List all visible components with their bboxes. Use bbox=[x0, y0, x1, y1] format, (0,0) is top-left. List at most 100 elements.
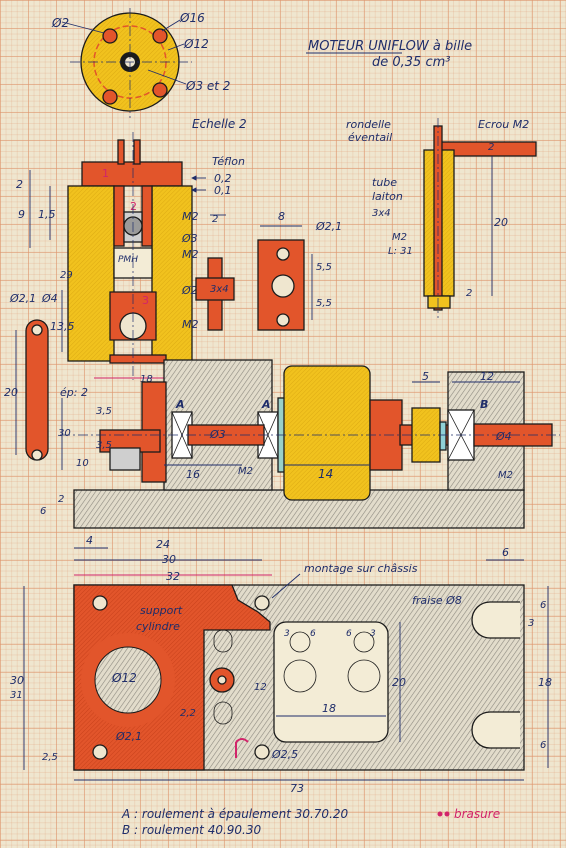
part-number-1: 1 bbox=[102, 167, 109, 180]
base-dim-6top: 6 bbox=[502, 546, 509, 559]
base-dim-22: 2,2 bbox=[180, 708, 196, 719]
asm-dim-2: 2 bbox=[58, 494, 64, 505]
cyl-m2-a: M2 bbox=[182, 210, 199, 223]
fraise-label: fraise Ø8 bbox=[412, 594, 462, 607]
cylinder-section: 1 2 3 PMH 2 9 1,5 13,5 18 29 Téflon 0,2 … bbox=[16, 132, 245, 385]
bearing-a-label-1: A bbox=[175, 398, 185, 411]
support-label: support bbox=[140, 604, 183, 617]
base-dim-31l: 31 bbox=[10, 690, 23, 701]
link-thickness: ép: 2 bbox=[60, 386, 88, 399]
base-dim-73: 73 bbox=[290, 782, 304, 795]
plate-dim-55a: 5,5 bbox=[316, 262, 332, 273]
base-dim-18: 18 bbox=[322, 702, 336, 715]
asm-dim-12: 12 bbox=[480, 370, 494, 383]
base-dim-3b: 3 bbox=[370, 629, 376, 639]
pivot-dim-2b: 2 bbox=[466, 288, 472, 299]
plate-part: 8 Ø2,1 5,5 5,5 bbox=[257, 210, 342, 331]
top-disc-view: Ø2 Ø16 Ø12 Ø3 et 2 bbox=[51, 8, 230, 118]
bearing-b-label: B bbox=[480, 398, 488, 411]
cyl-m2-b: M2 bbox=[182, 248, 199, 261]
link-dim-20: 20 bbox=[4, 386, 18, 399]
asm-dim-16: 16 bbox=[186, 468, 200, 481]
pivot-laiton: laiton bbox=[372, 190, 403, 203]
legend: A : roulement à épaulement 30.70.20 B : … bbox=[121, 807, 500, 837]
base-dim-4: 4 bbox=[86, 534, 93, 547]
base-dim-3r: 3 bbox=[528, 618, 534, 629]
base-d12: Ø12 bbox=[111, 671, 137, 685]
bracket-part: 2 3x4 bbox=[195, 214, 235, 331]
teflon-label: Téflon bbox=[212, 155, 245, 168]
bearing-a-label-2: A bbox=[261, 398, 271, 411]
plate-dim-8: 8 bbox=[278, 210, 285, 223]
plate-d21: Ø2,1 bbox=[315, 220, 342, 233]
disc-d3-label: Ø3 et 2 bbox=[185, 79, 230, 93]
pivot-eventail: éventail bbox=[348, 131, 392, 144]
cyl-dim-18: 18 bbox=[140, 374, 153, 385]
pivot-assembly: rondelle éventail Ecrou M2 tube laiton 3… bbox=[346, 118, 537, 318]
pivot-size: 3x4 bbox=[372, 208, 391, 219]
title-line-1: MOTEUR UNIFLOW à bille bbox=[308, 39, 472, 54]
cyl-d3: Ø3 bbox=[181, 232, 198, 245]
base-dim-3a: 3 bbox=[284, 629, 290, 639]
base-dim-12: 12 bbox=[254, 682, 267, 693]
base-dim-6r1: 6 bbox=[540, 600, 546, 611]
legend-bearing-b: B : roulement 40.90.30 bbox=[122, 823, 262, 837]
base-dim-25: 2,5 bbox=[42, 752, 58, 763]
brasure-dot bbox=[444, 811, 450, 817]
cyl-dim-2: 2 bbox=[16, 178, 23, 191]
base-dim-20: 20 bbox=[392, 676, 406, 689]
montage-label: montage sur châssis bbox=[304, 562, 418, 575]
asm-dim-5: 5 bbox=[422, 370, 429, 383]
base-dim-24: 24 bbox=[156, 538, 170, 551]
base-dim-18r: 18 bbox=[538, 676, 552, 689]
pivot-dim-2a: 2 bbox=[488, 142, 494, 153]
base-dim-6a: 6 bbox=[310, 629, 316, 639]
cyl-dim-15: 1,5 bbox=[38, 208, 56, 221]
bracket-dim-3x4: 3x4 bbox=[210, 284, 229, 295]
base-dim-6b: 6 bbox=[346, 629, 352, 639]
cyl-dim-135: 13,5 bbox=[50, 320, 75, 333]
pivot-length: L: 31 bbox=[388, 246, 413, 257]
asm-dim-10: 10 bbox=[76, 458, 89, 469]
part-number-2: 2 bbox=[130, 200, 137, 213]
asm-dim-14: 14 bbox=[318, 467, 333, 481]
legend-brasure: brasure bbox=[454, 807, 500, 821]
link-rod: Ø2,1 Ø4 ép: 2 20 bbox=[4, 292, 88, 461]
legend-bearing-a: A : roulement à épaulement 30.70.20 bbox=[121, 807, 349, 821]
title-line-2: de 0,35 cm³ bbox=[372, 55, 450, 70]
asm-d3: Ø3 bbox=[209, 428, 226, 441]
disc-d12-label: Ø12 bbox=[183, 37, 209, 51]
plate-dim-55b: 5,5 bbox=[316, 298, 332, 309]
base-dim-6r2: 6 bbox=[540, 740, 546, 751]
asm-dim-6: 6 bbox=[40, 506, 46, 517]
link-d21: Ø2,1 bbox=[9, 292, 36, 305]
cylindre-label: cylindre bbox=[136, 620, 180, 633]
title-block: MOTEUR UNIFLOW à bille de 0,35 cm³ Echel… bbox=[192, 39, 472, 131]
base-dim-30: 30 bbox=[162, 553, 176, 566]
base-d21: Ø2,1 bbox=[115, 730, 142, 743]
pivot-rondelle: rondelle bbox=[346, 118, 391, 131]
brasure-dot bbox=[437, 811, 443, 817]
asm-d4: Ø4 bbox=[495, 430, 512, 443]
bracket-dim-2: 2 bbox=[212, 214, 218, 225]
part-number-3: 3 bbox=[142, 294, 149, 307]
pivot-m2: M2 bbox=[392, 232, 407, 243]
link-d4: Ø4 bbox=[41, 292, 58, 305]
disc-d16-label: Ø16 bbox=[179, 11, 205, 25]
scale-label: Echelle 2 bbox=[192, 117, 247, 131]
cyl-mark-29: 29 bbox=[60, 270, 73, 281]
base-dim-32: 32 bbox=[166, 570, 180, 583]
teflon-thickness-1: 0,2 bbox=[214, 172, 232, 185]
pivot-tube: tube bbox=[372, 176, 397, 189]
asm-m2-a: M2 bbox=[238, 466, 253, 477]
pivot-dim-20: 20 bbox=[494, 216, 508, 229]
teflon-thickness-2: 0,1 bbox=[214, 184, 232, 197]
asm-dim-30: 30 bbox=[58, 428, 71, 439]
asm-m2-b: M2 bbox=[498, 470, 513, 481]
cyl-dim-9: 9 bbox=[18, 208, 25, 221]
base-d25: Ø2,5 bbox=[271, 748, 298, 761]
base-dim-30l: 30 bbox=[10, 674, 24, 687]
disc-d2-label: Ø2 bbox=[51, 16, 69, 30]
pmh-label: PMH bbox=[118, 255, 138, 265]
